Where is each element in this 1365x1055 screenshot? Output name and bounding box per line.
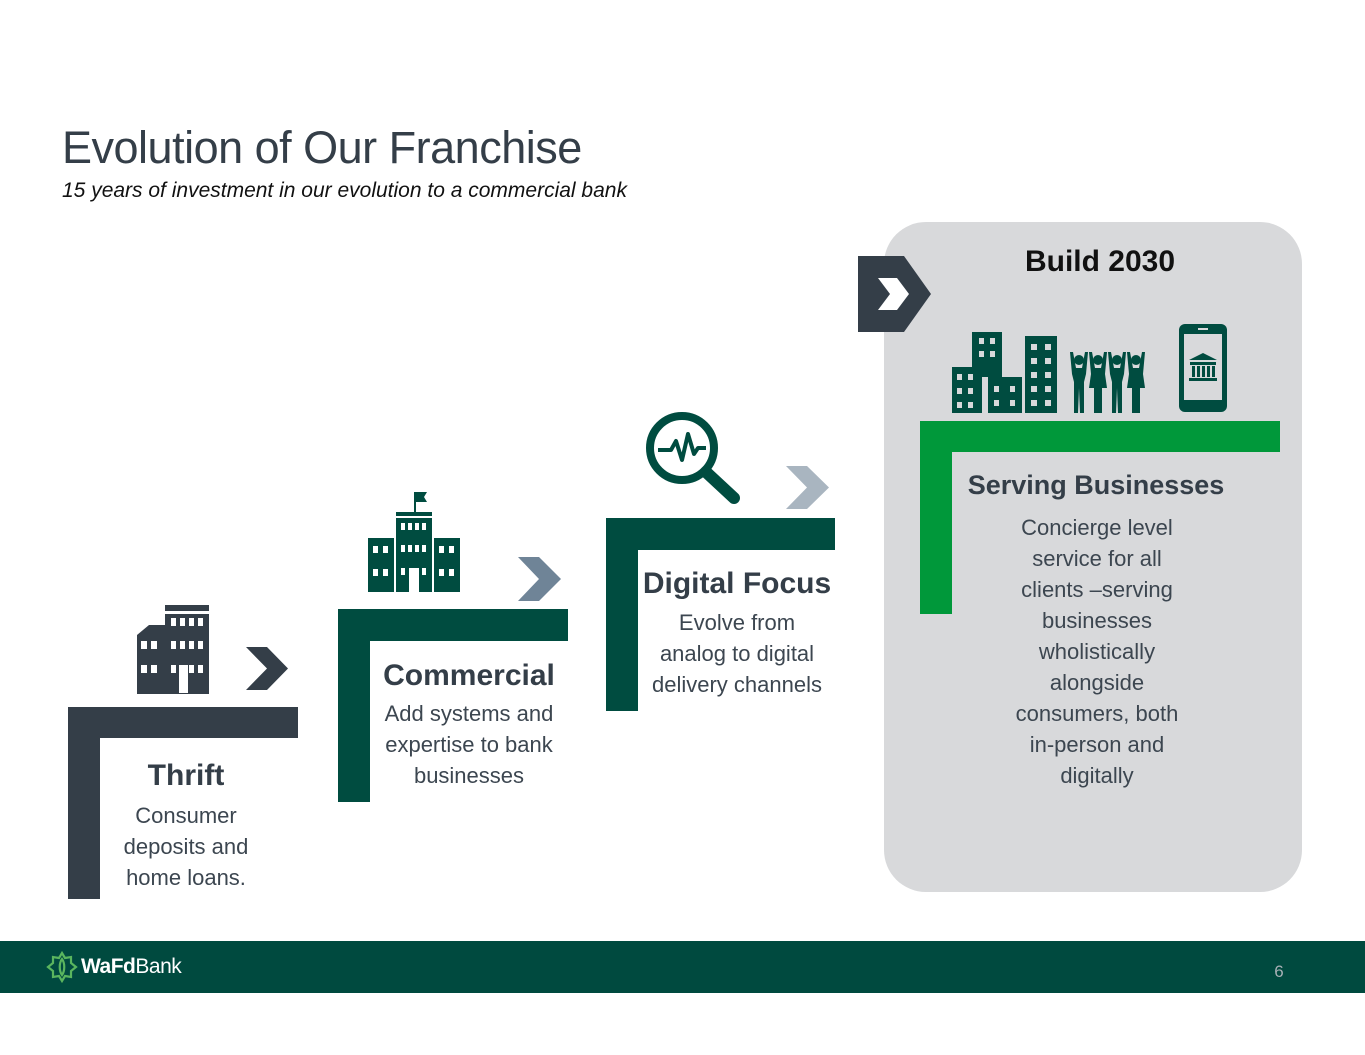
thrift-description: Consumer deposits and home loans. [123, 803, 249, 890]
build-2030-title: Build 2030 [1024, 245, 1176, 278]
logo-bold-text: WaFd [81, 955, 136, 978]
page-subtitle: 15 years of investment in our evolution … [62, 179, 627, 202]
serving-businesses-horizontal-bar [920, 421, 1280, 452]
serving-businesses-title: Serving Businesses [967, 470, 1225, 500]
page-number: 6 [1274, 962, 1284, 981]
footer-bar [0, 941, 1365, 993]
office-building-icon [135, 605, 210, 694]
digital-focus-description: Evolve from analog to digital delivery c… [652, 610, 822, 697]
build-2030-panel [884, 222, 1302, 892]
thrift-step-horizontal-bar [68, 707, 298, 738]
logo-regular-text: Bank [135, 955, 182, 978]
wafd-bank-logo: WaFd Bank [46, 951, 182, 983]
city-people-mobile-bank-icon [952, 322, 1232, 415]
serving-businesses-description: Concierge level service for all clients … [1015, 515, 1179, 788]
thrift-step-vertical-bar [68, 707, 100, 899]
serving-businesses-vertical-bar [920, 421, 952, 614]
digital-focus-step-vertical-bar [606, 518, 638, 711]
commercial-title: Commercial [383, 659, 555, 692]
digital-focus-chevron-icon [786, 466, 829, 509]
thrift-title: Thrift [147, 759, 225, 792]
digital-focus-step-horizontal-bar [606, 518, 835, 550]
corporate-headquarters-icon [366, 490, 461, 592]
commercial-description: Add systems and expertise to bank busine… [384, 701, 554, 788]
magnifier-pulse-icon [644, 410, 744, 508]
commercial-step-horizontal-bar [338, 609, 568, 641]
commercial-chevron-icon [518, 557, 561, 601]
commercial-step-vertical-bar [338, 609, 370, 802]
build-arrow-badge-icon [858, 256, 932, 333]
digital-focus-title: Digital Focus [642, 567, 832, 600]
wafd-logo-emblem-icon [46, 951, 78, 983]
page-title: Evolution of Our Franchise [62, 122, 582, 173]
thrift-chevron-icon [246, 647, 288, 690]
